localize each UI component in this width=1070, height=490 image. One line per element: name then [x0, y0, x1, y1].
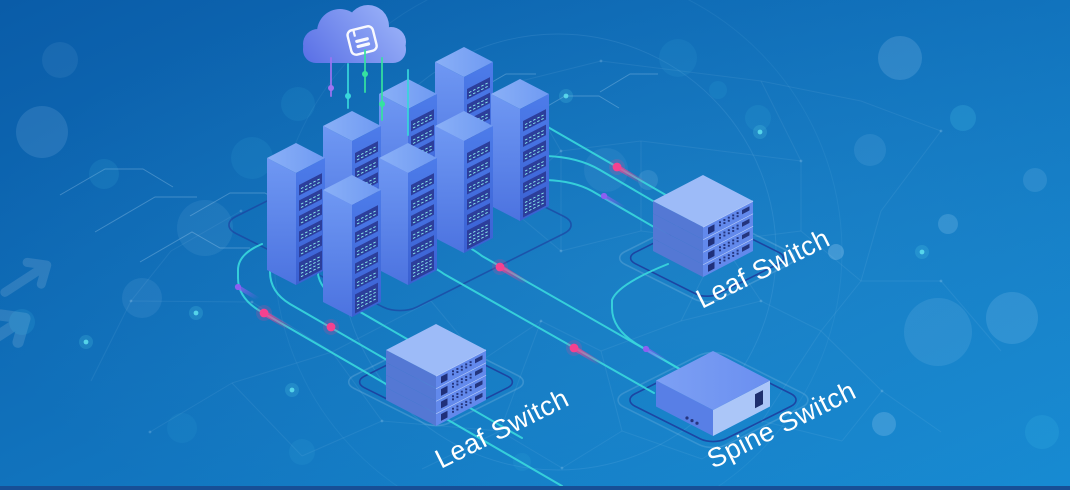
bokeh-circle: [904, 298, 972, 366]
server-rack: [267, 143, 325, 285]
spine-switch: [656, 351, 770, 436]
server-cluster: [267, 47, 549, 317]
packet-dot-purple: [600, 192, 608, 200]
bottom-bar: [0, 486, 1070, 490]
bokeh-circle: [950, 105, 976, 131]
packet-dots: [234, 159, 668, 367]
bokeh-circle: [854, 134, 886, 166]
packet-dot-purple: [234, 283, 242, 291]
bokeh-circle: [986, 292, 1038, 344]
packet-dot-pink: [259, 308, 269, 318]
packet-dot-pink: [612, 162, 622, 172]
bokeh-circle: [878, 36, 922, 80]
server-rack: [491, 79, 549, 221]
bokeh-circle: [89, 159, 119, 189]
bokeh-circle: [938, 214, 958, 234]
bokeh-circle: [281, 87, 315, 121]
packet-dot-pink: [569, 343, 579, 353]
cloud-storage: [303, 5, 409, 136]
bokeh-circle: [122, 278, 162, 318]
bokeh-circle: [167, 413, 197, 443]
server-rack: [435, 111, 493, 253]
packet-dot-purple: [642, 345, 650, 353]
bokeh-circle: [231, 137, 273, 179]
cloud-uplink-lines: [328, 49, 409, 136]
leaf-switch-right: [653, 175, 754, 277]
uplink-dot: [379, 101, 385, 107]
packet-dot-pink: [495, 262, 505, 272]
bokeh-circle: [16, 106, 68, 158]
floor-outline: [610, 348, 816, 451]
bokeh-circle: [9, 309, 35, 335]
arrow-icon: [0, 257, 52, 359]
bokeh-circle: [289, 439, 315, 465]
bokeh-circle: [177, 200, 233, 256]
bokeh-circle: [1023, 168, 1047, 192]
bokeh-circle: [42, 42, 78, 78]
bokeh-circle: [872, 412, 896, 436]
bokeh-circle: [709, 81, 727, 99]
bokeh-circle: [745, 105, 771, 131]
leaf-switch-left: [386, 324, 487, 426]
server-rack: [323, 175, 381, 317]
uplink-dot: [345, 93, 351, 99]
bokeh-circle: [659, 39, 697, 77]
uplink-dot: [328, 85, 334, 91]
uplink-dot: [362, 71, 368, 77]
packet-dot-pink: [326, 322, 336, 332]
bokeh-circle: [1025, 415, 1059, 449]
server-rack: [379, 143, 437, 285]
bokeh-circle: [828, 244, 844, 260]
